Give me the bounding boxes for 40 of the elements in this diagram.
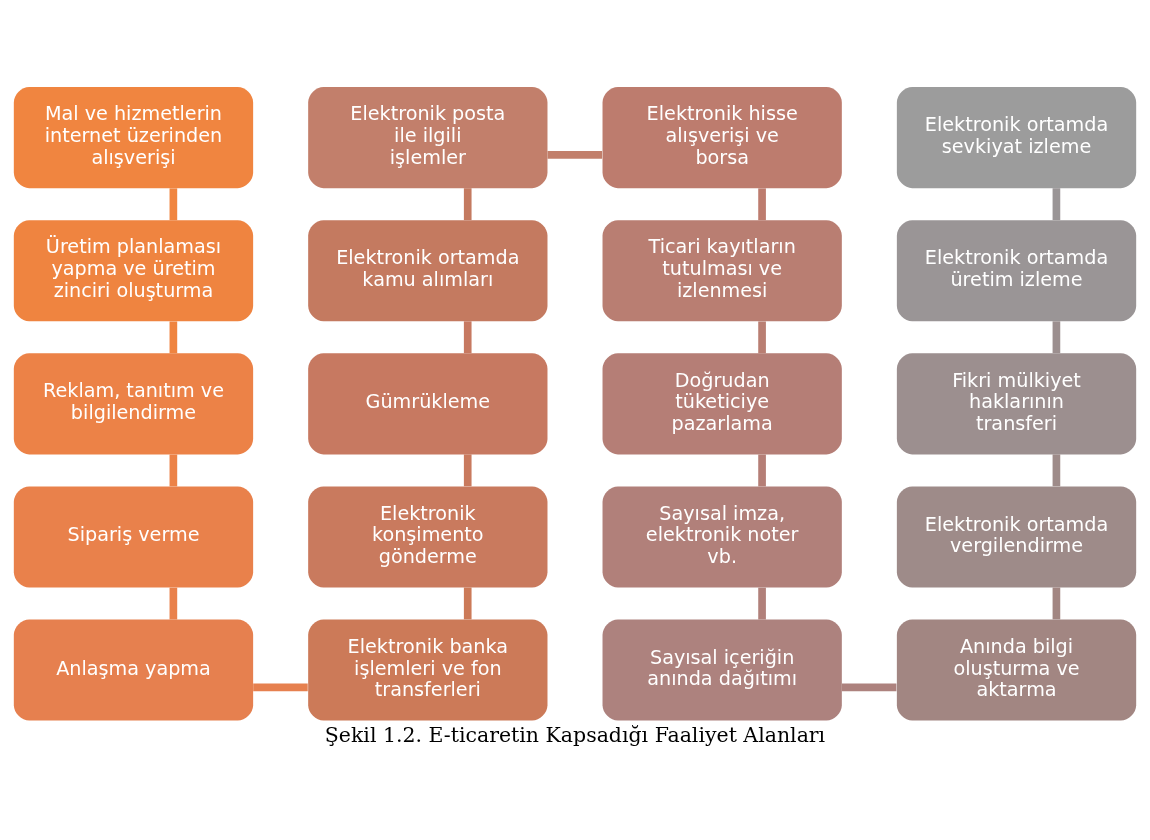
connector — [463, 320, 472, 353]
connector — [758, 320, 766, 353]
connector — [169, 587, 178, 619]
node-box: Elektronik hisse alışverişi ve borsa — [602, 86, 842, 188]
node-box: Elektronik ortamda üretim izleme — [896, 219, 1137, 321]
node-box: Ticari kayıtların tutulması ve izlenmesi — [602, 219, 842, 321]
node-box: Elektronik ortamda sevkiyat izleme — [896, 86, 1137, 188]
connector — [169, 454, 178, 486]
connector — [1052, 587, 1061, 619]
node-box: Elektronik ortamda vergilendirme — [896, 485, 1137, 587]
node-box: Elektronik konşimento gönderme — [308, 485, 548, 587]
node-box: Doğrudan tüketiciye pazarlama — [602, 352, 842, 454]
node-box: Anında bilgi oluşturma ve aktarma — [896, 619, 1137, 721]
connector — [1052, 187, 1061, 220]
node-box: Sayısal içeriğin anında dağıtımı — [602, 619, 842, 721]
connector — [547, 150, 603, 159]
node-box: Fikri mülkiyet haklarının transferi — [896, 352, 1137, 454]
connector — [463, 187, 472, 220]
node-box: Elektronik ortamda kamu alımları — [308, 219, 548, 321]
connector — [1052, 453, 1061, 486]
node-box: Reklam, tanıtım ve bilgilendirme — [13, 352, 254, 454]
node-box: Mal ve hizmetlerin internet üzerinden alışverişi — [13, 86, 254, 188]
connector — [463, 587, 472, 619]
node-box: Gümrükleme — [308, 352, 548, 454]
connector — [841, 683, 897, 691]
connector — [169, 187, 178, 220]
connector — [758, 187, 766, 220]
connector — [169, 320, 178, 353]
node-box: Elektronik banka işlemleri ve fon transferleri — [308, 619, 548, 721]
node-box: Elektronik posta ile ilgili işlemler — [308, 86, 548, 188]
caption: Şekil 1.2. E-ticaretin Kapsadığı Faaliyet Alanları — [324, 722, 826, 747]
connector — [758, 454, 766, 486]
node-box: Sayısal imza, elektronik noter vb. — [602, 485, 842, 587]
connector — [1052, 320, 1061, 353]
connector — [758, 587, 766, 619]
node-box: Üretim planlaması yapma ve üretim zinciri oluşturma — [13, 219, 254, 321]
connector — [253, 683, 308, 691]
node-box: Anlaşma yapma — [13, 619, 254, 721]
connector — [463, 453, 472, 486]
node-box: Sipariş verme — [13, 485, 254, 587]
